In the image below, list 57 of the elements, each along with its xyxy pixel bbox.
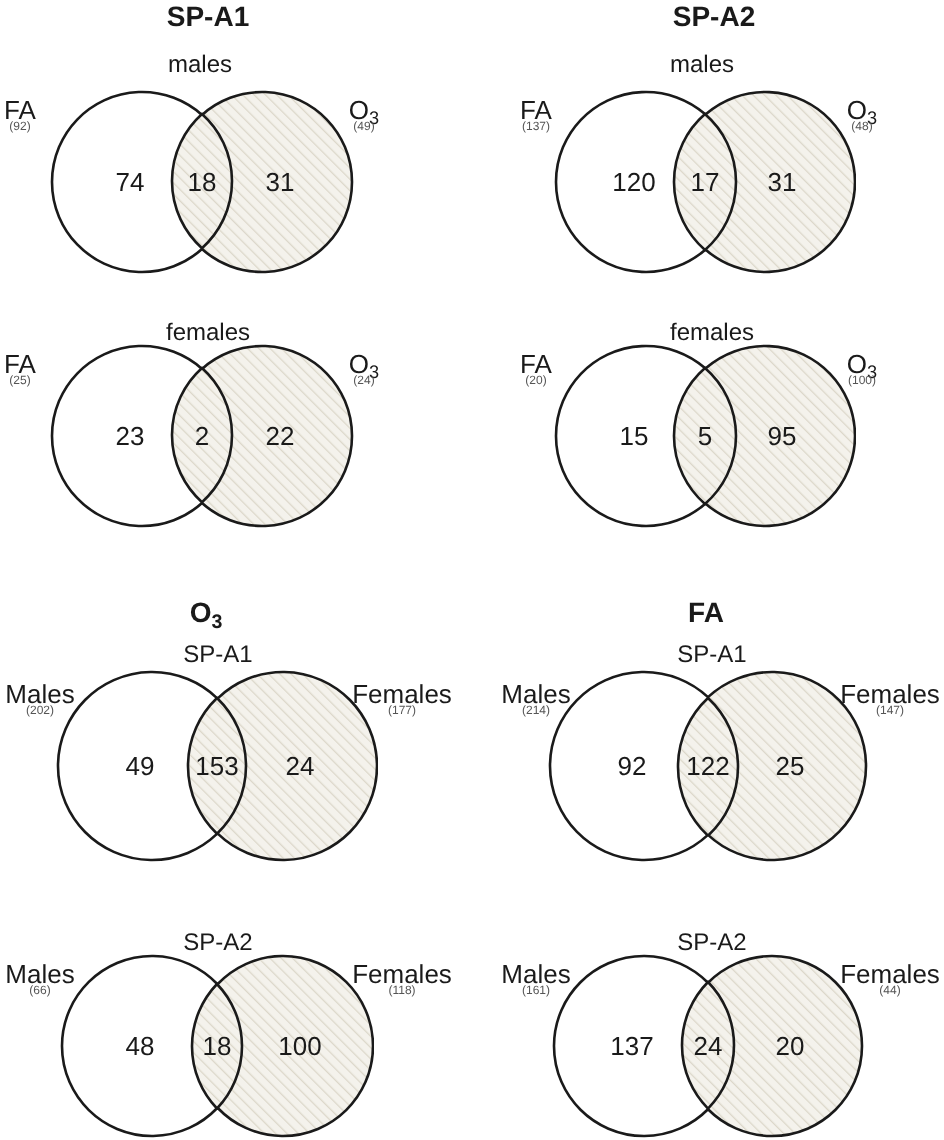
set-label: FA	[4, 351, 36, 377]
venn-circle	[200, 344, 354, 528]
count-label: 24	[285, 753, 315, 779]
set-label: Females	[840, 961, 940, 987]
group-label: females	[165, 320, 251, 344]
count-label: 92	[617, 753, 647, 779]
count-label: 18	[202, 1032, 232, 1059]
set-label: O$_{3}$	[846, 351, 878, 377]
venn-overlap	[672, 112, 738, 252]
set-label: FA	[4, 97, 36, 123]
group-label: males	[670, 52, 734, 76]
panel-title: SP-A1	[166, 2, 250, 30]
count-label: 100	[278, 1033, 322, 1059]
count-label: 122	[686, 752, 730, 779]
count-label: 15	[619, 423, 649, 449]
group-label: males	[168, 52, 232, 76]
set-label: O$_{3}$	[348, 351, 380, 377]
group-label: SP-A2	[183, 930, 253, 954]
count-label: 153	[195, 752, 239, 779]
count-label: 23	[115, 423, 145, 449]
set-label: Males	[501, 961, 571, 987]
count-label: 25	[775, 753, 805, 779]
venn-overlap	[170, 366, 234, 506]
count-label: 22	[265, 423, 295, 449]
count-label: 74	[115, 169, 145, 195]
count-label: 48	[125, 1033, 155, 1059]
group-label: SP-A2	[677, 930, 747, 954]
count-label: 95	[767, 423, 797, 449]
venn-overlap	[672, 366, 738, 506]
set-label: FA	[520, 97, 552, 123]
set-label: Males	[5, 961, 75, 987]
count-label: 49	[125, 753, 155, 779]
set-label: Males	[5, 681, 75, 707]
set-label: Females	[840, 681, 940, 707]
count-label: 5	[697, 422, 713, 449]
count-label: 2	[194, 422, 210, 449]
panel-title: SP-A2	[672, 2, 756, 30]
venn-overlap	[170, 112, 234, 252]
set-label: FA	[520, 351, 552, 377]
panel-title: O$_{3}$	[189, 598, 223, 626]
count-label: 24	[693, 1032, 723, 1059]
count-label: 18	[187, 168, 217, 195]
set-label: O$_{3}$	[348, 97, 380, 123]
group-label: SP-A1	[677, 642, 747, 666]
count-label: 137	[610, 1033, 654, 1059]
panel-title: FA	[688, 598, 724, 626]
count-label: 31	[767, 169, 797, 195]
count-label: 20	[775, 1033, 805, 1059]
count-label: 17	[690, 168, 720, 195]
group-label: SP-A1	[183, 642, 253, 666]
set-label: O$_{3}$	[846, 97, 878, 123]
set-label: Males	[501, 681, 571, 707]
count-label: 31	[265, 169, 295, 195]
set-label: Females	[352, 961, 452, 987]
count-label: 120	[612, 169, 656, 195]
set-label: Females	[352, 681, 452, 707]
group-label: females	[669, 320, 755, 344]
